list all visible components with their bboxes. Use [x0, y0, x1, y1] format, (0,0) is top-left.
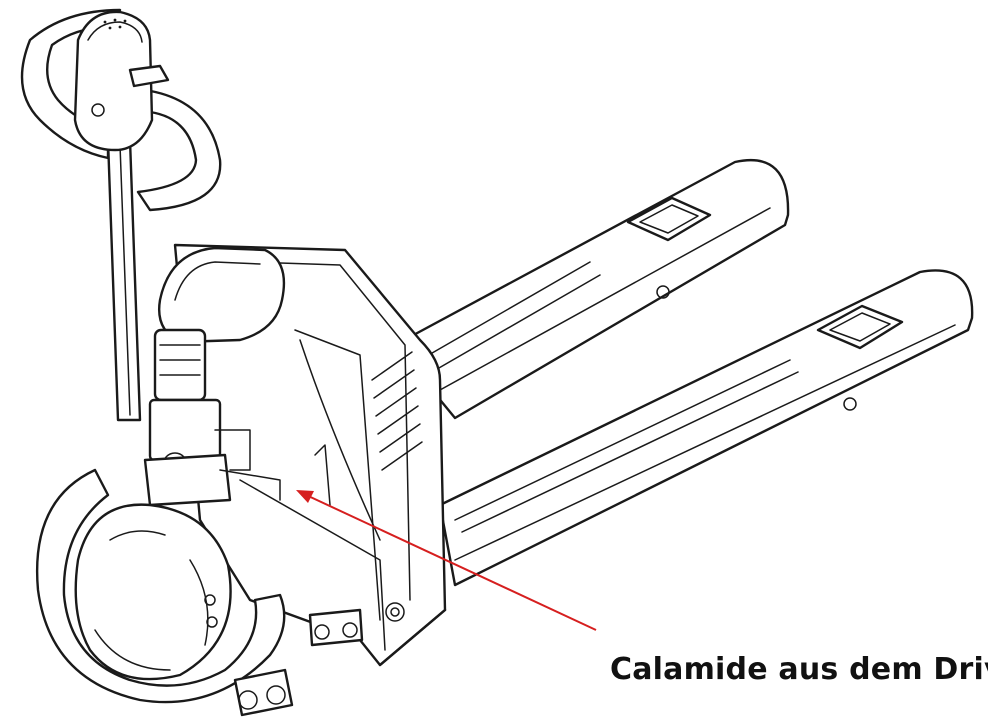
- annotation-label: Calamide aus dem Drive: [610, 652, 988, 687]
- caster-wheels: [233, 608, 364, 717]
- hydraulic-unit: [143, 328, 281, 507]
- tiller-handle: [20, 8, 222, 422]
- annotation-arrow: [296, 490, 597, 631]
- fork-lower: [438, 269, 974, 587]
- fork-upper: [393, 158, 790, 420]
- drive-wheel-assembly: [36, 468, 286, 704]
- chassis-frame: [173, 243, 447, 667]
